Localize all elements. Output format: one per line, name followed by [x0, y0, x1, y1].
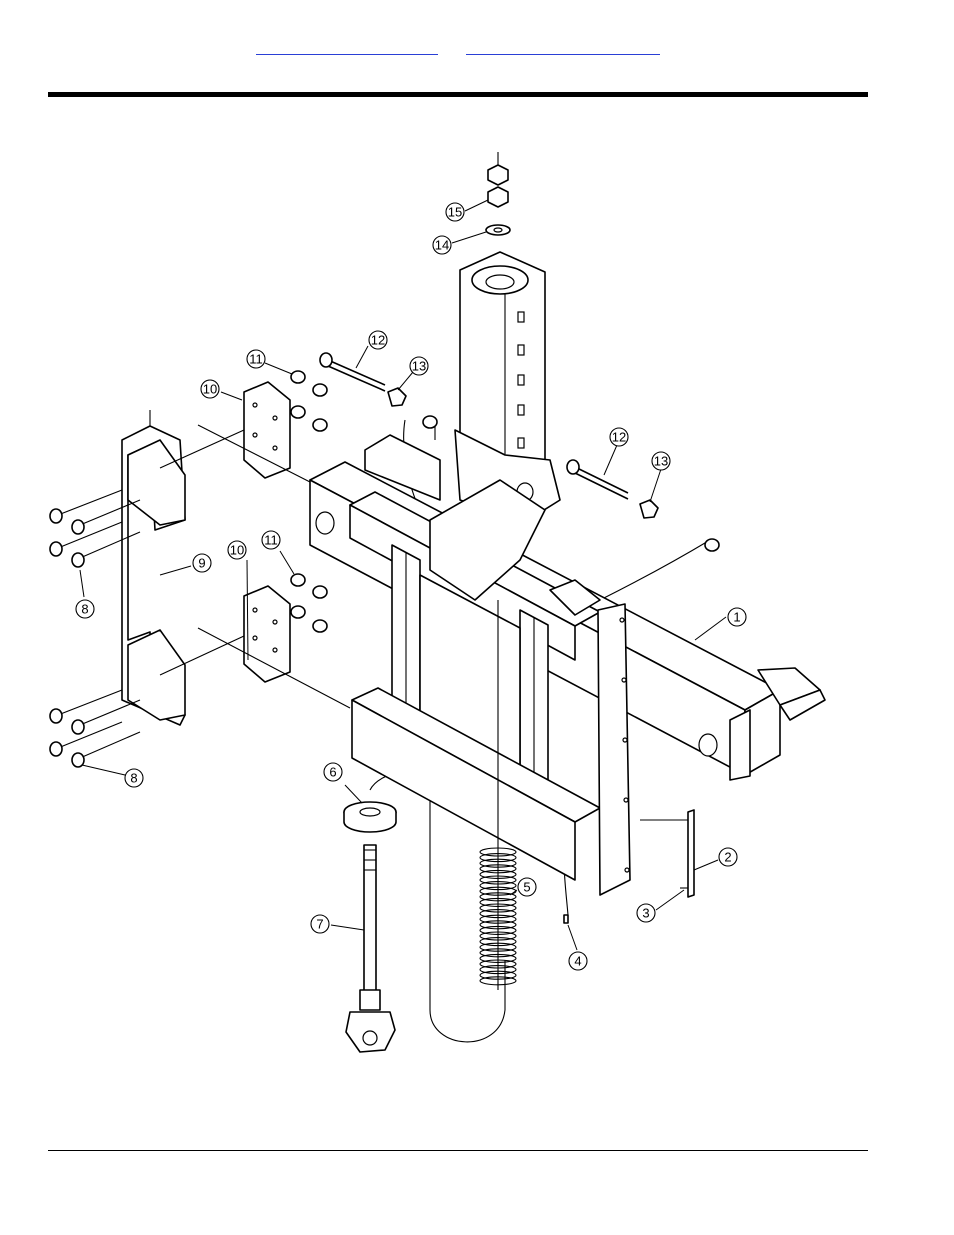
svg-text:11: 11 — [249, 352, 263, 367]
callout-9: 9 — [193, 554, 211, 572]
svg-text:8: 8 — [81, 602, 88, 617]
lift-post — [430, 252, 560, 600]
svg-text:4: 4 — [574, 954, 581, 969]
callout-14: 14 — [433, 236, 451, 254]
callout-5: 5 — [518, 878, 536, 896]
svg-text:2: 2 — [724, 850, 731, 865]
svg-text:10: 10 — [230, 543, 244, 558]
svg-text:7: 7 — [316, 917, 323, 932]
callout-10-lower: 10 — [228, 541, 246, 559]
svg-text:13: 13 — [654, 454, 668, 469]
callout-13-lower: 13 — [652, 452, 670, 470]
callout-11-lower: 11 — [262, 531, 280, 549]
callout-1: 1 — [728, 608, 746, 626]
callout-15: 15 — [446, 203, 464, 221]
svg-text:14: 14 — [435, 238, 449, 253]
svg-text:9: 9 — [198, 556, 205, 571]
spring-rod — [344, 802, 396, 1052]
svg-text:12: 12 — [371, 333, 385, 348]
svg-text:13: 13 — [412, 359, 426, 374]
svg-text:3: 3 — [642, 906, 649, 921]
svg-text:1: 1 — [733, 610, 740, 625]
callout-3: 3 — [637, 904, 655, 922]
svg-text:8: 8 — [130, 771, 137, 786]
callout-12-lower: 12 — [610, 428, 628, 446]
svg-text:10: 10 — [203, 382, 217, 397]
svg-text:6: 6 — [329, 765, 336, 780]
callout-8-lower: 8 — [125, 769, 143, 787]
top-hardware — [486, 152, 510, 235]
svg-text:15: 15 — [448, 205, 462, 220]
callout-7: 7 — [311, 915, 329, 933]
callout-8-upper: 8 — [76, 600, 94, 618]
svg-text:5: 5 — [523, 880, 530, 895]
callout-11-upper: 11 — [247, 350, 265, 368]
svg-text:12: 12 — [612, 430, 626, 445]
callout-4: 4 — [569, 952, 587, 970]
svg-text:11: 11 — [264, 533, 278, 548]
callout-13-upper: 13 — [410, 357, 428, 375]
callout-12-upper: 12 — [369, 331, 387, 349]
callout-2: 2 — [719, 848, 737, 866]
callout-10-upper: 10 — [201, 380, 219, 398]
callout-6: 6 — [324, 763, 342, 781]
